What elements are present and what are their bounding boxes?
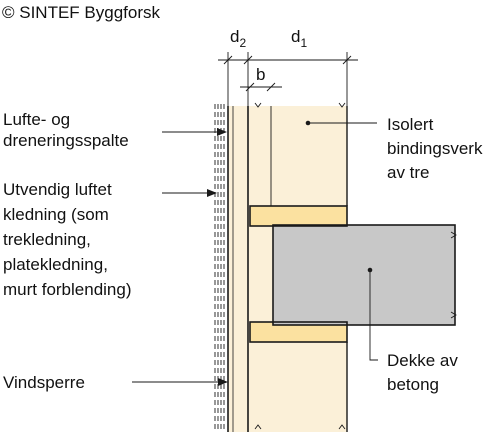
break-marks (254, 102, 457, 430)
label-utvendig-line-2: kledning (som (3, 205, 109, 224)
drainage-gap-lines (214, 104, 225, 432)
label-utvendig-line-5: murt forblending) (3, 280, 132, 299)
break-mark-slab-1 (450, 231, 457, 239)
label-lufte-line-1: Lufte- og (3, 110, 70, 129)
label-vindsperre: Vindsperre (3, 373, 85, 392)
label-dekke-line-2: betong (387, 375, 439, 394)
dim-label-d1: d1 (291, 27, 307, 50)
dimension-lines (218, 52, 358, 106)
dot-isolert (305, 120, 311, 126)
dim-tick-3 (342, 55, 352, 65)
dot-dekke (367, 267, 373, 273)
dim-label-b: b (256, 65, 265, 84)
leader-lines (132, 122, 378, 383)
timber-top-outline (249, 205, 348, 227)
label-isolert-line-2: bindingsverk (387, 139, 483, 158)
copyright-text: © SINTEF Byggforsk (2, 3, 161, 22)
concrete-slab-outline (272, 224, 456, 326)
break-mark-top-1 (254, 102, 262, 108)
dim-label-d2: d2 (230, 27, 246, 50)
dim-tick-2 (243, 55, 253, 65)
dim-tick-1 (223, 55, 233, 65)
break-mark-slab-2 (450, 311, 457, 319)
arrow-lufte (217, 128, 227, 136)
dim-tick-b-1 (245, 82, 255, 92)
break-mark-top-2 (338, 102, 346, 108)
label-utvendig-line-1: Utvendig luftet (3, 180, 112, 199)
label-lufte-line-2: dreneringsspalte (3, 131, 129, 150)
concrete-slab (273, 225, 455, 325)
label-isolert-line-3: av tre (387, 163, 430, 182)
wall-layer-lines (227, 106, 348, 432)
cladding-zone (228, 106, 248, 432)
component-outlines (249, 205, 456, 343)
slab-edge-gap (250, 226, 274, 323)
label-utvendig-line-4: platekledning, (3, 255, 108, 274)
timber-bottom-plate (250, 322, 347, 342)
break-mark-bottom-1 (254, 424, 262, 430)
label-isolert-line-1: Isolert (387, 115, 434, 134)
arrow-utvendig (207, 189, 217, 197)
leader-dekke (369, 270, 378, 361)
leader-markers (207, 120, 373, 386)
timber-top-plate (250, 206, 347, 226)
timber-bottom-outline (249, 321, 348, 343)
label-utvendig-line-3: trekledning, (3, 230, 91, 249)
label-dekke-line-1: Dekke av (387, 351, 458, 370)
break-mark-bottom-2 (338, 424, 346, 430)
arrow-vindsperre (218, 378, 228, 386)
dim-tick-b-2 (266, 82, 276, 92)
